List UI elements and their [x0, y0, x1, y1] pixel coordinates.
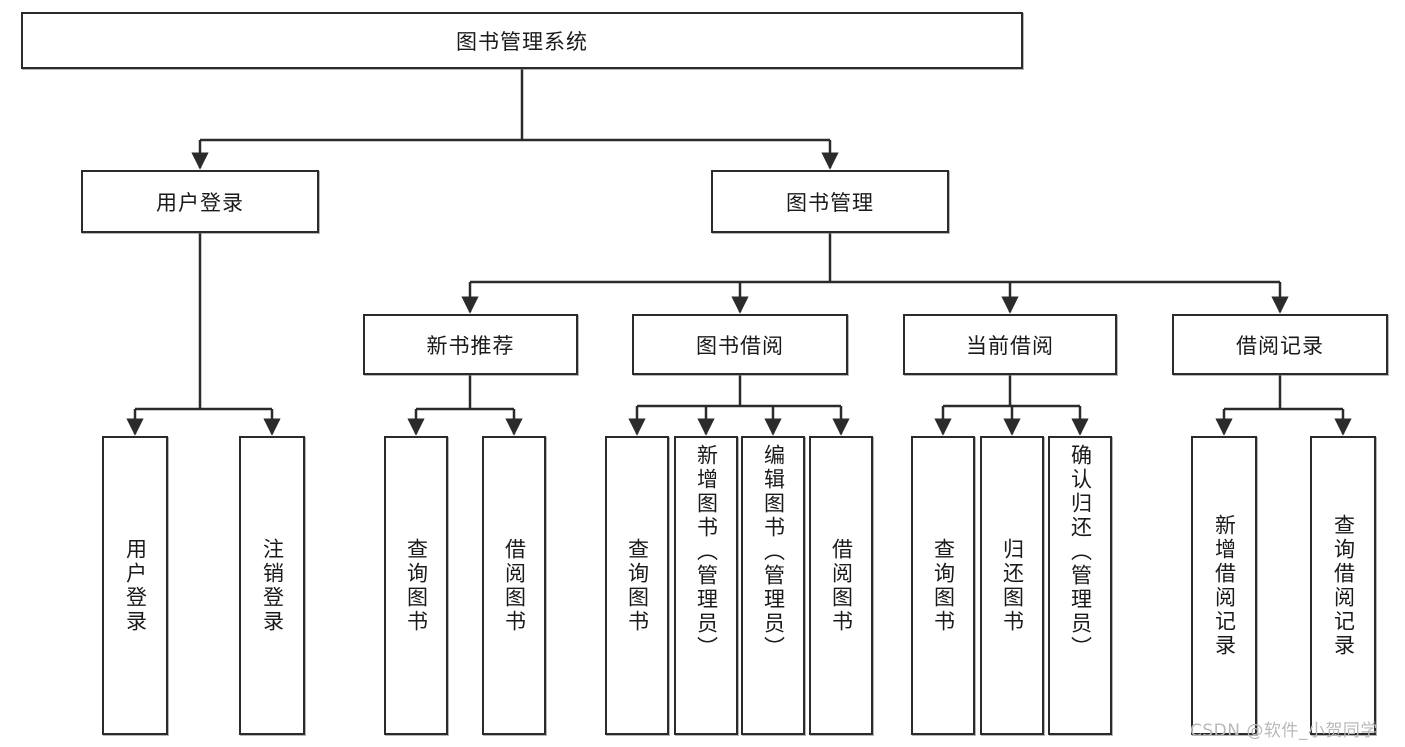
node-current-borrow[interactable]: 当前借阅	[903, 314, 1117, 375]
node-borrow-record[interactable]: 借阅记录	[1172, 314, 1388, 375]
node-leaf-query-book-bb[interactable]: 查询图书	[605, 436, 669, 735]
node-label: 借阅图书	[502, 537, 527, 634]
node-book-manage[interactable]: 图书管理	[711, 170, 949, 233]
node-label: 图书管理系统	[456, 29, 588, 54]
node-leaf-borrow-book-bb[interactable]: 借阅图书	[809, 436, 873, 735]
node-leaf-user-logout[interactable]: 注销登录	[239, 436, 305, 735]
node-label: 新增借阅记录	[1212, 513, 1237, 658]
node-leaf-add-book-admin[interactable]: 新增图书（管理员）	[674, 436, 738, 735]
node-label: 借阅记录	[1236, 333, 1324, 358]
node-leaf-confirm-return-admin[interactable]: 确认归还（管理员）	[1048, 436, 1112, 735]
node-book-borrow[interactable]: 图书借阅	[632, 314, 848, 375]
node-label: 归还图书	[1000, 537, 1025, 634]
node-leaf-query-borrow-record[interactable]: 查询借阅记录	[1310, 436, 1376, 735]
node-leaf-query-book-cb[interactable]: 查询图书	[911, 436, 975, 735]
node-leaf-user-login[interactable]: 用户登录	[102, 436, 168, 735]
node-leaf-edit-book-admin[interactable]: 编辑图书（管理员）	[741, 436, 805, 735]
node-label: 查询图书	[931, 537, 956, 634]
node-label: 确认归还（管理员）	[1068, 444, 1093, 660]
node-leaf-borrow-book-rec[interactable]: 借阅图书	[482, 436, 546, 735]
node-label: 用户登录	[156, 190, 244, 215]
node-label: 当前借阅	[966, 333, 1054, 358]
node-label: 注销登录	[260, 537, 285, 634]
node-leaf-return-book[interactable]: 归还图书	[980, 436, 1044, 735]
node-leaf-query-book-rec[interactable]: 查询图书	[384, 436, 448, 735]
node-label: 查询图书	[404, 537, 429, 634]
node-label: 用户登录	[123, 537, 148, 634]
node-label: 新书推荐	[426, 333, 515, 358]
node-label: 编辑图书（管理员）	[761, 444, 786, 660]
node-label: 查询借阅记录	[1331, 513, 1356, 658]
node-leaf-add-borrow-record[interactable]: 新增借阅记录	[1191, 436, 1257, 735]
node-root[interactable]: 图书管理系统	[21, 12, 1023, 69]
node-label: 借阅图书	[829, 537, 854, 634]
node-label: 图书管理	[786, 190, 874, 215]
node-new-book-recommend[interactable]: 新书推荐	[363, 314, 578, 375]
node-label: 图书借阅	[696, 333, 784, 358]
node-user-login[interactable]: 用户登录	[81, 170, 319, 233]
node-label: 查询图书	[625, 537, 650, 634]
node-label: 新增图书（管理员）	[694, 444, 719, 660]
